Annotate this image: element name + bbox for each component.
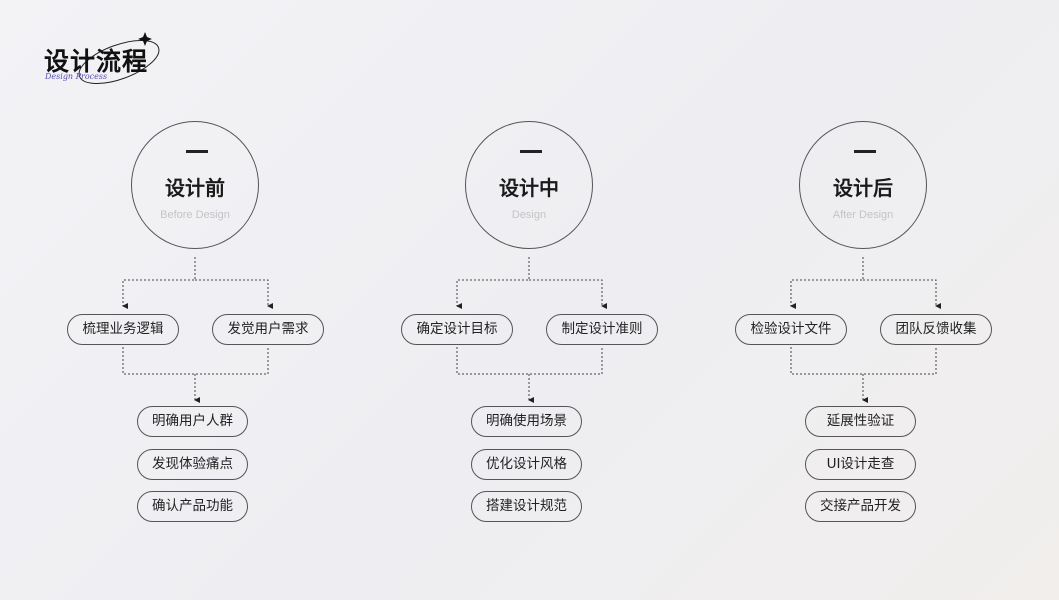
phase-after: 设计后 After Design 检验设计文件 团队反馈收集 延展性验证 UI设… bbox=[734, 0, 1059, 600]
connector-right bbox=[863, 279, 941, 309]
outcome-pill: 搭建设计规范 bbox=[471, 491, 582, 522]
phase-title: 设计中 bbox=[499, 176, 559, 200]
outcome-pill: 交接产品开发 bbox=[805, 491, 916, 522]
logo-title: 设计流程 bbox=[44, 47, 149, 76]
connector-right bbox=[529, 279, 607, 309]
outcome-pill: 明确使用场景 bbox=[471, 406, 582, 437]
connector-left bbox=[122, 257, 196, 309]
phase-subtitle: Before Design bbox=[160, 209, 230, 221]
step-pill: 确定设计目标 bbox=[401, 314, 513, 345]
step-pill: 制定设计准则 bbox=[546, 314, 658, 345]
dash-mark bbox=[520, 150, 542, 153]
step-pill: 检验设计文件 bbox=[735, 314, 847, 345]
phase-subtitle: Design bbox=[511, 209, 547, 221]
dash-mark bbox=[186, 150, 208, 153]
connector-merge bbox=[122, 347, 269, 375]
connector-merge bbox=[456, 347, 603, 375]
outcome-pill: 发现体验痛点 bbox=[137, 449, 248, 480]
outcome-pill: 优化设计风格 bbox=[471, 449, 582, 480]
connector-merge bbox=[790, 347, 937, 375]
phase-during: 设计中 Design 确定设计目标 制定设计准则 明确使用场景 优化设计风格 搭… bbox=[400, 0, 734, 600]
orbit-icon bbox=[78, 32, 160, 84]
connector-right bbox=[195, 279, 273, 309]
outcome-pill: 延展性验证 bbox=[805, 406, 916, 437]
step-pill: 梳理业务逻辑 bbox=[67, 314, 179, 345]
phase-title: 设计前 bbox=[165, 176, 225, 200]
step-pill: 团队反馈收集 bbox=[880, 314, 992, 345]
logo-subtitle: Design Process bbox=[45, 72, 108, 81]
phase-title: 设计后 bbox=[833, 176, 893, 200]
phase-circle: 设计前 Before Design bbox=[131, 121, 259, 249]
phase-circle: 设计后 After Design bbox=[799, 121, 927, 249]
dash-mark bbox=[854, 150, 876, 153]
outcome-pill: UI设计走查 bbox=[805, 449, 916, 480]
outcome-pill: 确认产品功能 bbox=[137, 491, 248, 522]
step-pill: 发觉用户需求 bbox=[212, 314, 324, 345]
connector-left bbox=[456, 257, 530, 309]
outcome-pill: 明确用户人群 bbox=[137, 406, 248, 437]
phase-circle: 设计中 Design bbox=[465, 121, 593, 249]
logo: 设计流程 Design Process bbox=[44, 30, 184, 90]
phase-subtitle: After Design bbox=[832, 209, 894, 221]
phase-before: 设计前 Before Design 梳理业务逻辑 发觉用户需求 明确用户人群 发… bbox=[66, 0, 400, 600]
connector-left bbox=[790, 257, 864, 309]
